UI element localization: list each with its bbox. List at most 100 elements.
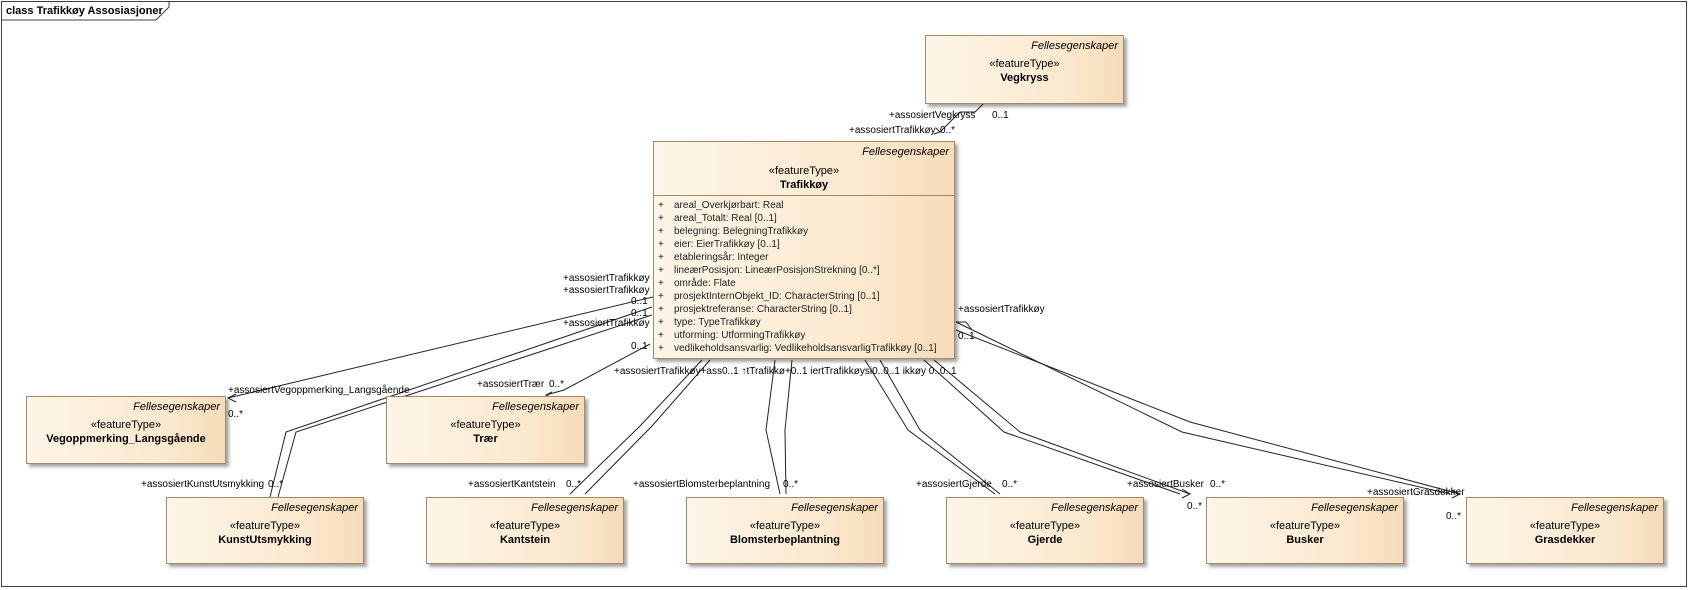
role-label-right: +assosiertTrafikkøy xyxy=(958,304,1045,315)
assoc-blomster-b xyxy=(784,359,793,495)
class-name: Vegkryss xyxy=(1000,72,1049,84)
class-name: Gjerde xyxy=(1027,534,1063,546)
role-label-trafikkoy-top: +assosiertTrafikkøy xyxy=(849,125,936,136)
class-name: Trafikkøy xyxy=(779,179,829,191)
frame-title: class Trafikkøy Assosiasjoner xyxy=(6,5,163,17)
package-label: Fellesegenskaper xyxy=(1311,502,1398,514)
arrow-vegkryss xyxy=(933,127,941,135)
assoc-grasdekker-a xyxy=(955,321,1451,495)
stereotype: «featureType» xyxy=(90,419,162,431)
assoc-kunst-b xyxy=(277,314,653,498)
role-label-blomster: +assosiertBlomsterbeplantning xyxy=(633,479,771,490)
class-name: Trær xyxy=(473,433,498,445)
mult-label-right: 0..1 xyxy=(958,331,975,342)
assoc-gjerde-a xyxy=(864,359,996,495)
attribute: +lineærPosisjon: LineærPosisjonStrekning… xyxy=(658,265,880,276)
mult-label-left-2: 0..1 xyxy=(631,308,648,319)
stereotype: «featureType» xyxy=(749,520,821,532)
assoc-busker-a xyxy=(923,359,1181,495)
mult-label-vegoppmerking: 0..* xyxy=(228,409,244,420)
assoc-blomster-a xyxy=(765,359,781,495)
assoc-grasdekker-b xyxy=(955,329,1461,495)
assoc-kantstein-b xyxy=(584,359,711,495)
class-busker[interactable]: Fellesegenskaper «featureType» Busker xyxy=(1206,497,1404,564)
stereotype: «featureType» xyxy=(989,58,1060,70)
class-name: Vegoppmerking_Langsgående xyxy=(46,433,206,445)
role-label-kantstein: +assosiertKantstein xyxy=(468,479,556,490)
package-label: Fellesegenskaper xyxy=(791,502,878,514)
mult-label-trafikkoy-top: 0..* xyxy=(940,125,956,136)
stereotype: «featureType» xyxy=(768,165,840,177)
class-traer[interactable]: Fellesegenskaper «featureType» Trær xyxy=(386,396,585,464)
package-label: Fellesegenskaper xyxy=(492,401,579,413)
attribute: +type: TypeTrafikkøy xyxy=(658,317,761,328)
package-label: Fellesegenskaper xyxy=(1051,502,1138,514)
stereotype: «featureType» xyxy=(450,419,521,431)
attribute: +etableringsår: Integer xyxy=(658,252,769,263)
assoc-busker-b xyxy=(933,359,1191,495)
stereotype: «featureType» xyxy=(1009,520,1081,532)
arrow-grasdekker xyxy=(1451,489,1462,499)
mult-label-gjerde: 0..* xyxy=(1002,479,1018,490)
assoc-vegoppmerking xyxy=(227,296,654,399)
assoc-kantstein-a xyxy=(569,359,703,495)
attribute: +belegning: BelegningTrafikkøy xyxy=(658,226,809,237)
class-gjerde[interactable]: Fellesegenskaper «featureType» Gjerde xyxy=(946,497,1144,564)
role-label-grasdekker: +assosiertGrasdekker xyxy=(1367,487,1465,498)
role-label-left-3: +assosiertTrafikkøy xyxy=(563,318,650,329)
mult-label-left-1: 0..1 xyxy=(631,296,648,307)
class-name: Grasdekker xyxy=(1534,534,1596,546)
assoc-gjerde-b xyxy=(879,359,1001,495)
class-blomsterbeplantning[interactable]: Fellesegenskaper «featureType» Blomsterb… xyxy=(686,497,884,564)
assoc-traer xyxy=(545,343,651,396)
self-assoc-hook xyxy=(956,321,973,331)
package-label: Fellesegenskaper xyxy=(271,502,358,514)
attribute: +prosjektInternObjekt_ID: CharacterStrin… xyxy=(658,291,880,302)
class-name: Blomsterbeplantning xyxy=(729,534,840,546)
class-vegoppmerking-langsgaende[interactable]: Fellesegenskaper «featureType» Vegoppmer… xyxy=(26,396,226,464)
stereotype: «featureType» xyxy=(229,520,301,532)
class-name: KunstUtsmykking xyxy=(218,534,312,546)
arrow-vegoppmerking xyxy=(226,393,237,403)
attribute: +vedlikeholdsansvarlig: Vedlikeholdsansv… xyxy=(658,343,937,354)
mult-label-blomster: 0..* xyxy=(783,479,799,490)
class-kantstein[interactable]: Fellesegenskaper «featureType» Kantstein xyxy=(426,497,624,564)
stereotype: «featureType» xyxy=(489,520,561,532)
role-label-bottom-row: +assosiertTrafikkøy+ass0..1 ↑tTrafikkø+0… xyxy=(614,366,957,377)
attribute: +areal_Totalt: Real [0..1] xyxy=(658,213,777,224)
class-kunstutsmykking[interactable]: Fellesegenskaper «featureType» KunstUtsm… xyxy=(166,497,364,564)
class-trafikkoy[interactable]: Fellesegenskaper «featureType» Trafikkøy… xyxy=(653,141,955,359)
mult-label-traer: 0..* xyxy=(549,379,565,390)
package-label: Fellesegenskaper xyxy=(531,502,618,514)
class-name: Busker xyxy=(1286,534,1324,546)
role-label-kunst: +assosiertKunstUtsmykking xyxy=(141,479,265,490)
stereotype: «featureType» xyxy=(1269,520,1341,532)
attribute: +eier: EierTrafikkøy [0..1] xyxy=(658,239,780,250)
attribute: +utforming: UtformingTrafikkøy xyxy=(658,330,806,341)
arrow-busker xyxy=(1181,488,1192,499)
class-name: Kantstein xyxy=(499,534,551,546)
package-label: Fellesegenskaper xyxy=(1031,40,1118,52)
role-label-left-2: +assosiertTrafikkøy xyxy=(563,285,650,296)
mult-label-vegkryss: 0..1 xyxy=(992,110,1009,121)
package-label: Fellesegenskaper xyxy=(862,146,949,158)
attribute: +prosjektreferanse: CharacterString [0..… xyxy=(658,304,852,315)
package-label: Fellesegenskaper xyxy=(1571,502,1658,514)
frame-title-tab xyxy=(1,1,170,21)
mult-label-grasdekker: 0..* xyxy=(1446,511,1462,522)
mult-label-left-3: 0..1 xyxy=(631,341,648,352)
role-label-left-1: +assosiertTrafikkøy xyxy=(563,273,650,284)
role-label-vegoppmerking: +assosiertVegoppmerking_Langsgående xyxy=(228,385,410,396)
attribute: +område: Flate xyxy=(658,278,736,289)
role-label-vegkryss: +assosiertVegkryss xyxy=(889,110,976,121)
role-label-gjerde: +assosiertGjerde xyxy=(916,479,992,490)
assoc-kunst-a xyxy=(269,306,653,498)
class-grasdekker[interactable]: Fellesegenskaper «featureType» Grasdekke… xyxy=(1466,497,1664,564)
mult-label-kantstein: 0..* xyxy=(566,479,582,490)
class-vegkryss[interactable]: Fellesegenskaper «featureType» Vegkryss xyxy=(925,35,1124,104)
attribute-compartment: +areal_Overkjørbart: Real +areal_Totalt:… xyxy=(654,195,954,360)
mult-label-kunst: 0..* xyxy=(268,479,284,490)
mult-label-busker: 0..* xyxy=(1210,479,1226,490)
